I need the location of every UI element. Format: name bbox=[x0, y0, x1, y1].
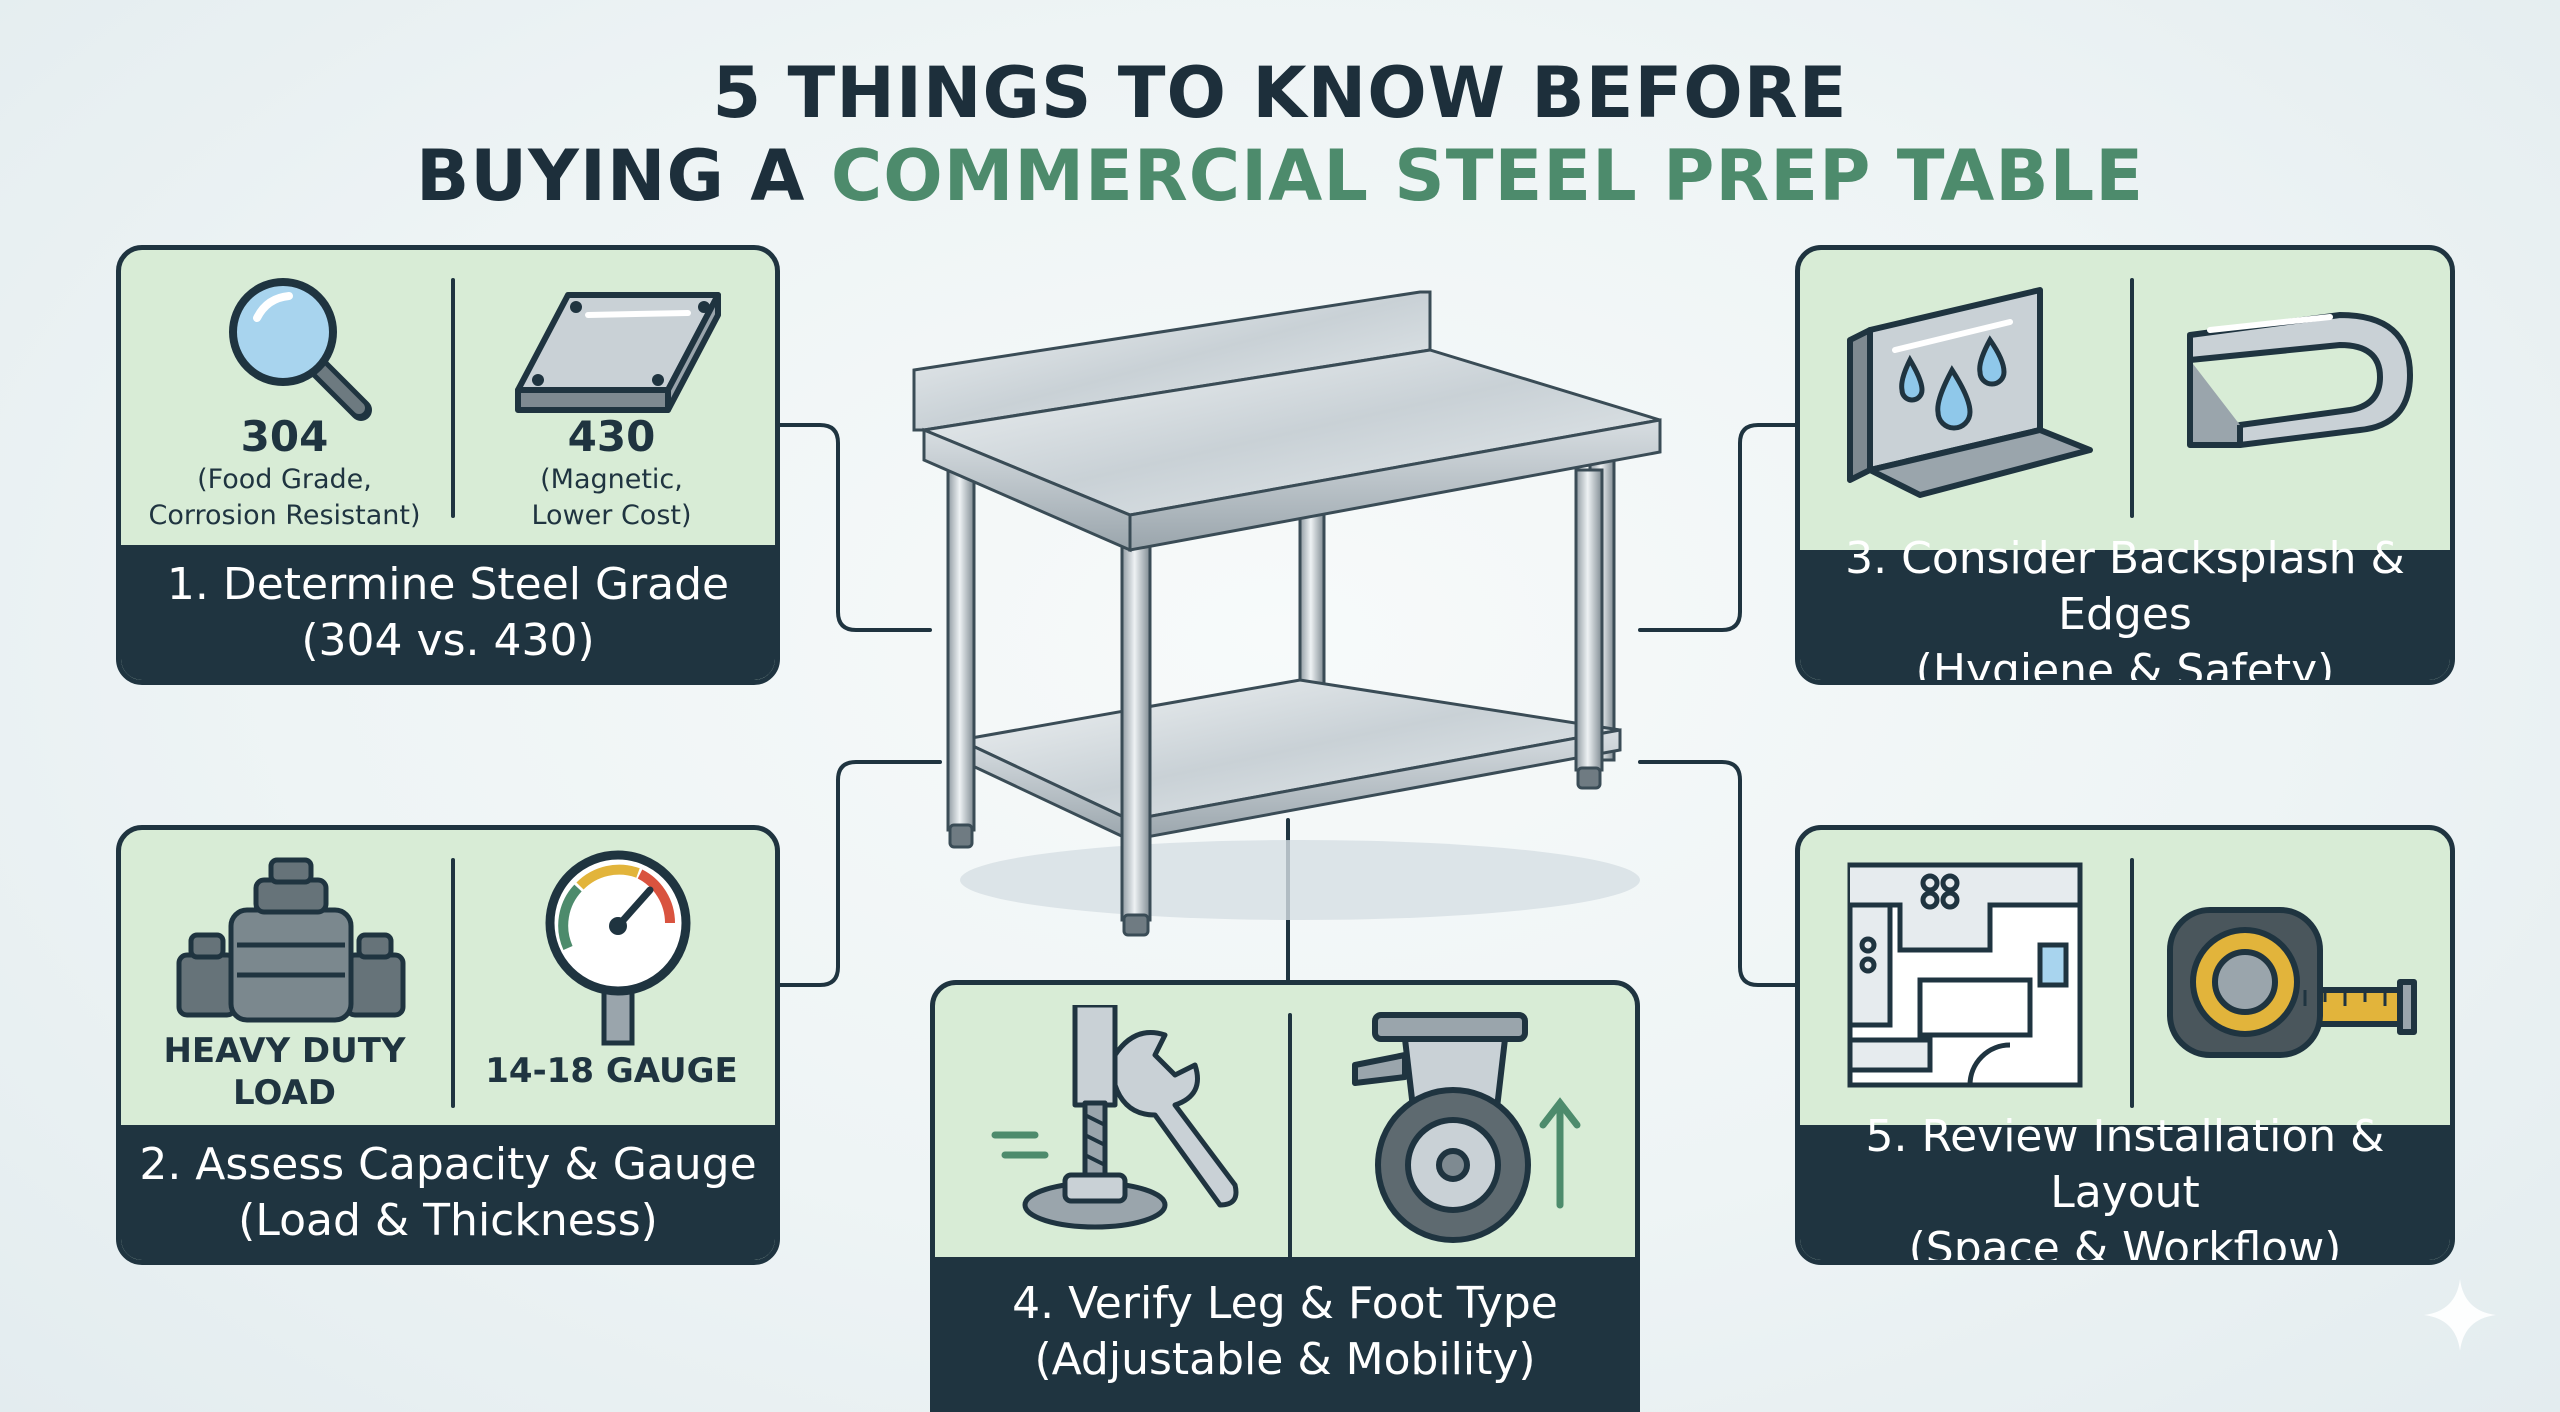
steel-plate-icon bbox=[515, 292, 721, 413]
pane-caster-wheel bbox=[1285, 985, 1635, 1275]
tape-measure-icon bbox=[2167, 907, 2417, 1058]
pane-tape-measure bbox=[2125, 830, 2450, 1130]
card-divider bbox=[2130, 858, 2134, 1108]
card-3-subtitle: (Hygiene & Safety) bbox=[1915, 645, 2335, 685]
card-1-title: 1. Determine Steel Grade bbox=[166, 558, 730, 610]
page-title-line-2: BUYING A COMMERCIAL STEEL PREP TABLE bbox=[0, 135, 2560, 217]
card-5-footer: 5. Review Installation & Layout (Space &… bbox=[1800, 1111, 2450, 1260]
card-4-subtitle: (Adjustable & Mobility) bbox=[1034, 1334, 1536, 1385]
pressure-gauge-icon bbox=[545, 850, 691, 1046]
connector-card-1 bbox=[778, 423, 932, 632]
card-capacity-gauge: HEAVY DUTY LOAD 14-18 GAUGE 2. Assess Ca… bbox=[116, 825, 780, 1265]
card-1-subtitle: (304 vs. 430) bbox=[301, 614, 595, 666]
magnifying-glass-icon bbox=[229, 278, 372, 421]
pane-304: 304 (Food Grade, Corrosion Resistant) bbox=[121, 250, 448, 550]
caster-wheel-icon bbox=[1352, 1012, 1581, 1243]
pane-heavy-duty: HEAVY DUTY LOAD bbox=[121, 830, 448, 1130]
card-divider bbox=[451, 858, 455, 1108]
heavy-duty-line-2: LOAD bbox=[233, 1073, 336, 1113]
card-divider bbox=[2130, 278, 2134, 518]
grade-304-note-2: Corrosion Resistant) bbox=[148, 500, 421, 531]
adjustable-foot-wrench-icon bbox=[991, 1005, 1239, 1230]
pane-floor-plan bbox=[1800, 830, 2125, 1130]
sparkle-icon bbox=[2424, 1279, 2496, 1351]
grade-430-value: 430 bbox=[567, 412, 656, 461]
card-4-title: 4. Verify Leg & Foot Type bbox=[1012, 1278, 1558, 1329]
pane-430: 430 (Magnetic, Lower Cost) bbox=[448, 250, 775, 550]
pane-adjustable-foot bbox=[935, 985, 1285, 1275]
floor-plan-icon bbox=[1847, 862, 2083, 1088]
card-2-footer: 2. Assess Capacity & Gauge (Load & Thick… bbox=[121, 1125, 775, 1260]
pane-backsplash bbox=[1800, 250, 2125, 550]
connector-card-2 bbox=[778, 760, 942, 987]
connector-card-3 bbox=[1638, 423, 1797, 632]
connector-card-5 bbox=[1638, 760, 1797, 987]
grade-304-value: 304 bbox=[240, 412, 329, 461]
pane-rounded-edge bbox=[2125, 250, 2450, 550]
card-2-title: 2. Assess Capacity & Gauge bbox=[139, 1138, 757, 1190]
card-divider bbox=[1288, 1013, 1292, 1263]
gauge-range: 14-18 GAUGE bbox=[485, 1051, 738, 1091]
card-5-subtitle: (Space & Workflow) bbox=[1908, 1222, 2342, 1265]
grade-304-note-1: (Food Grade, bbox=[197, 464, 372, 495]
card-2-subtitle: (Load & Thickness) bbox=[238, 1194, 658, 1246]
weights-icon bbox=[176, 857, 406, 1023]
card-steel-grade: 304 (Food Grade, Corrosion Resistant) 43… bbox=[116, 245, 780, 685]
backsplash-water-icon bbox=[1847, 287, 2093, 498]
title-accent: COMMERCIAL STEEL PREP TABLE bbox=[830, 135, 2145, 217]
rounded-edge-icon bbox=[2187, 312, 2413, 448]
grade-430-note-1: (Magnetic, bbox=[540, 464, 683, 495]
pane-gauge: 14-18 GAUGE bbox=[448, 830, 775, 1130]
grade-430-note-2: Lower Cost) bbox=[531, 500, 692, 531]
card-backsplash-edges: 3. Consider Backsplash & Edges (Hygiene … bbox=[1795, 245, 2455, 685]
steel-prep-table-illustration bbox=[912, 290, 1662, 937]
heavy-duty-line-1: HEAVY DUTY bbox=[163, 1031, 406, 1071]
card-divider bbox=[451, 278, 455, 518]
page-title-line-1: 5 THINGS TO KNOW BEFORE bbox=[712, 52, 1848, 134]
card-3-footer: 3. Consider Backsplash & Edges (Hygiene … bbox=[1800, 533, 2450, 680]
card-4-footer: 4. Verify Leg & Foot Type (Adjustable & … bbox=[935, 1257, 1635, 1407]
card-installation-layout: 5. Review Installation & Layout (Space &… bbox=[1795, 825, 2455, 1265]
title-prefix: BUYING A bbox=[415, 135, 831, 217]
card-5-title: 5. Review Installation & Layout bbox=[1865, 1110, 2385, 1218]
card-3-title: 3. Consider Backsplash & Edges bbox=[1845, 533, 2405, 640]
card-leg-foot-type: 4. Verify Leg & Foot Type (Adjustable & … bbox=[930, 980, 1640, 1412]
card-1-footer: 1. Determine Steel Grade (304 vs. 430) bbox=[121, 545, 775, 680]
